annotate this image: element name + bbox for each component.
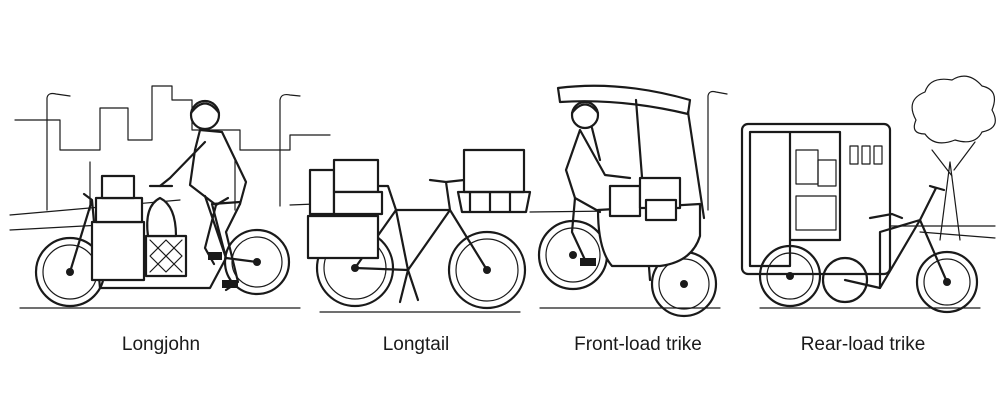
tree xyxy=(911,75,996,241)
street-lamps xyxy=(46,90,728,211)
front-load-trike xyxy=(537,84,718,318)
label-longjohn: Longjohn xyxy=(121,334,201,355)
rear-load-trike xyxy=(740,122,979,314)
longjohn-bike xyxy=(34,99,291,308)
label-rear-load-trike: Rear-load trike xyxy=(800,334,926,355)
label-front-load-trike: Front-load trike xyxy=(574,334,702,355)
label-longtail: Longtail xyxy=(382,334,450,355)
longtail-bike xyxy=(306,148,532,310)
